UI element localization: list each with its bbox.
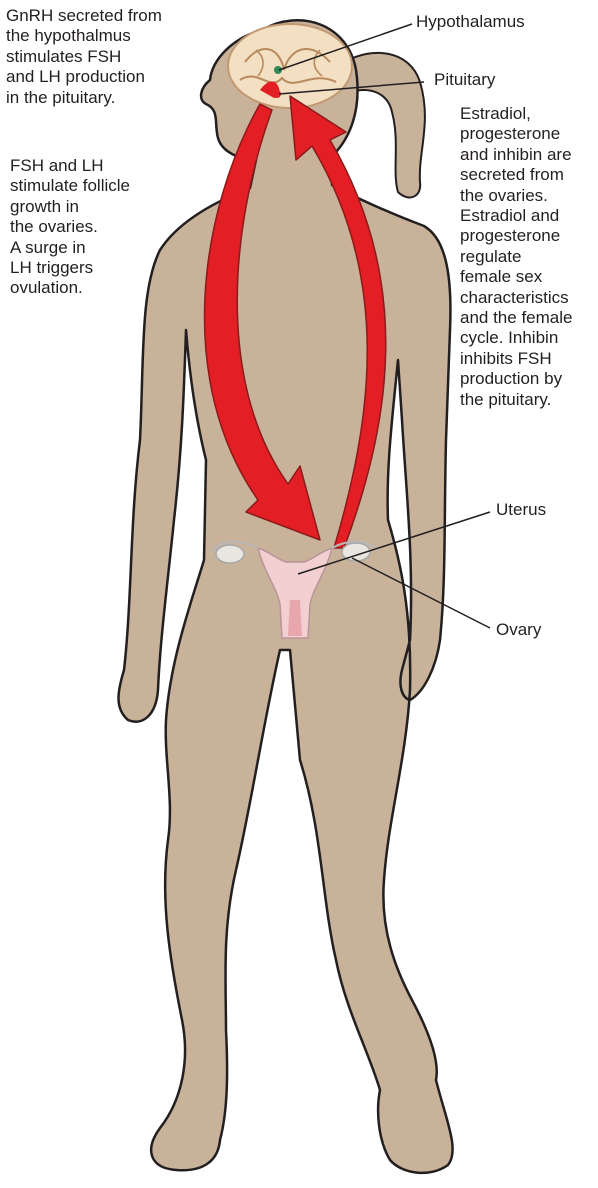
label-ovary: Ovary [496,620,541,640]
gnrh-caption: GnRH secreted from the hypothalmus stimu… [6,6,216,108]
label-uterus: Uterus [496,500,546,520]
estradiol-caption: Estradiol, progesterone and inhibin are … [460,104,596,410]
fsh-lh-caption: FSH and LH stimulate follicle growth in … [10,156,170,299]
label-hypothalamus: Hypothalamus [416,12,525,32]
label-pituitary: Pituitary [434,70,495,90]
